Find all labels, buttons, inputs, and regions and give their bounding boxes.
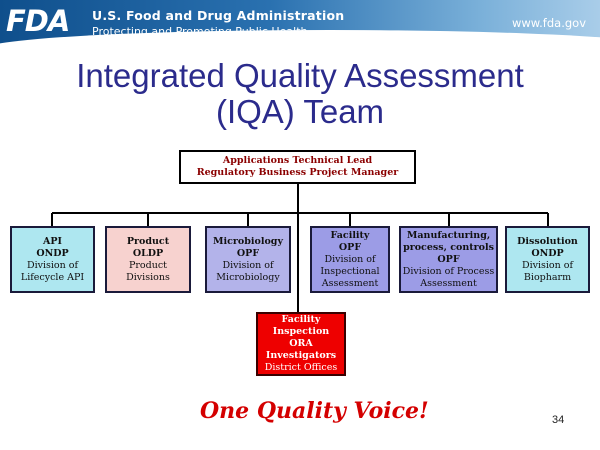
lead-line1: Applications Technical Lead (222, 155, 373, 166)
slogan: One Quality Voice! (200, 398, 429, 424)
inspection-box-1-title-0: Facility (281, 314, 321, 325)
unit-box-3-title-1: OPF (236, 247, 260, 259)
unit-box-4-desc-2: Assessment (321, 277, 379, 289)
unit-box-3-desc-1: Microbiology (216, 271, 280, 283)
unit-box-4-desc-1: Inspectional (320, 265, 380, 277)
unit-box-6-title-1: ONDP (531, 247, 564, 259)
website-link[interactable]: www.fda.gov (511, 16, 586, 30)
inspection-box-1-title-1: Inspection (272, 326, 330, 337)
unit-box-2-title-0: Product (126, 235, 170, 247)
page-number: 34 (552, 414, 565, 426)
agency-block: U.S. Food and Drug Administration Protec… (92, 8, 344, 38)
unit-box-5-desc-0: Division of Process (402, 265, 495, 277)
unit-box-1-desc-0: Division of (26, 259, 79, 271)
unit-box-2-desc-0: Product (129, 259, 167, 271)
unit-box-1-title-0: API (43, 235, 62, 247)
unit-box-6-desc-1: Biopharm (523, 271, 572, 283)
lead-line2: Regulatory Business Project Manager (196, 167, 399, 178)
inspection-box-1-title-3: Investigators (265, 350, 337, 361)
slide-title-line2: (IQA) Team (215, 93, 385, 130)
unit-box-2-desc-1: Divisions (126, 271, 170, 283)
unit-box-4-title-1: OPF (338, 241, 362, 253)
unit-box-1-title-1: ONDP (36, 247, 69, 259)
unit-box-6-title-0: Dissolution (517, 235, 578, 247)
inspection-box-1-desc-0: District Offices (264, 362, 338, 373)
unit-box-5-title-1: process, controls (403, 241, 494, 253)
agency-tagline: Protecting and Promoting Public Health (92, 25, 308, 38)
fda-logo-text: FDA (6, 4, 70, 38)
unit-box-5-desc-1: Assessment (420, 277, 477, 289)
unit-box-6-desc-0: Division of (521, 259, 574, 271)
fda-logo: FDA (6, 4, 82, 38)
header-banner: FDA U.S. Food and Drug Administration Pr… (0, 0, 600, 44)
unit-box-1-desc-1: Lifecycle API (20, 271, 85, 283)
slide-title-line1: Integrated Quality Assessment (76, 57, 524, 94)
unit-box-5-title-0: Manufacturing, (406, 229, 491, 241)
inspection-box-1-title-2: ORA (289, 338, 313, 349)
unit-box-3-desc-0: Division of (222, 259, 274, 271)
unit-box-2-title-1: OLDP (132, 247, 164, 259)
slide-title: Integrated Quality Assessment (IQA) Team (0, 58, 600, 130)
unit-box-4-title-0: Facility (330, 229, 370, 241)
lead-box: Applications Technical Lead Regulatory B… (179, 150, 416, 184)
unit-box-5-title-2: OPF (437, 253, 460, 265)
header-swoosh (0, 30, 600, 44)
agency-name: U.S. Food and Drug Administration (92, 8, 345, 23)
unit-box-4-desc-0: Division of (324, 253, 376, 265)
unit-box-3-title-0: Microbiology (213, 235, 283, 247)
